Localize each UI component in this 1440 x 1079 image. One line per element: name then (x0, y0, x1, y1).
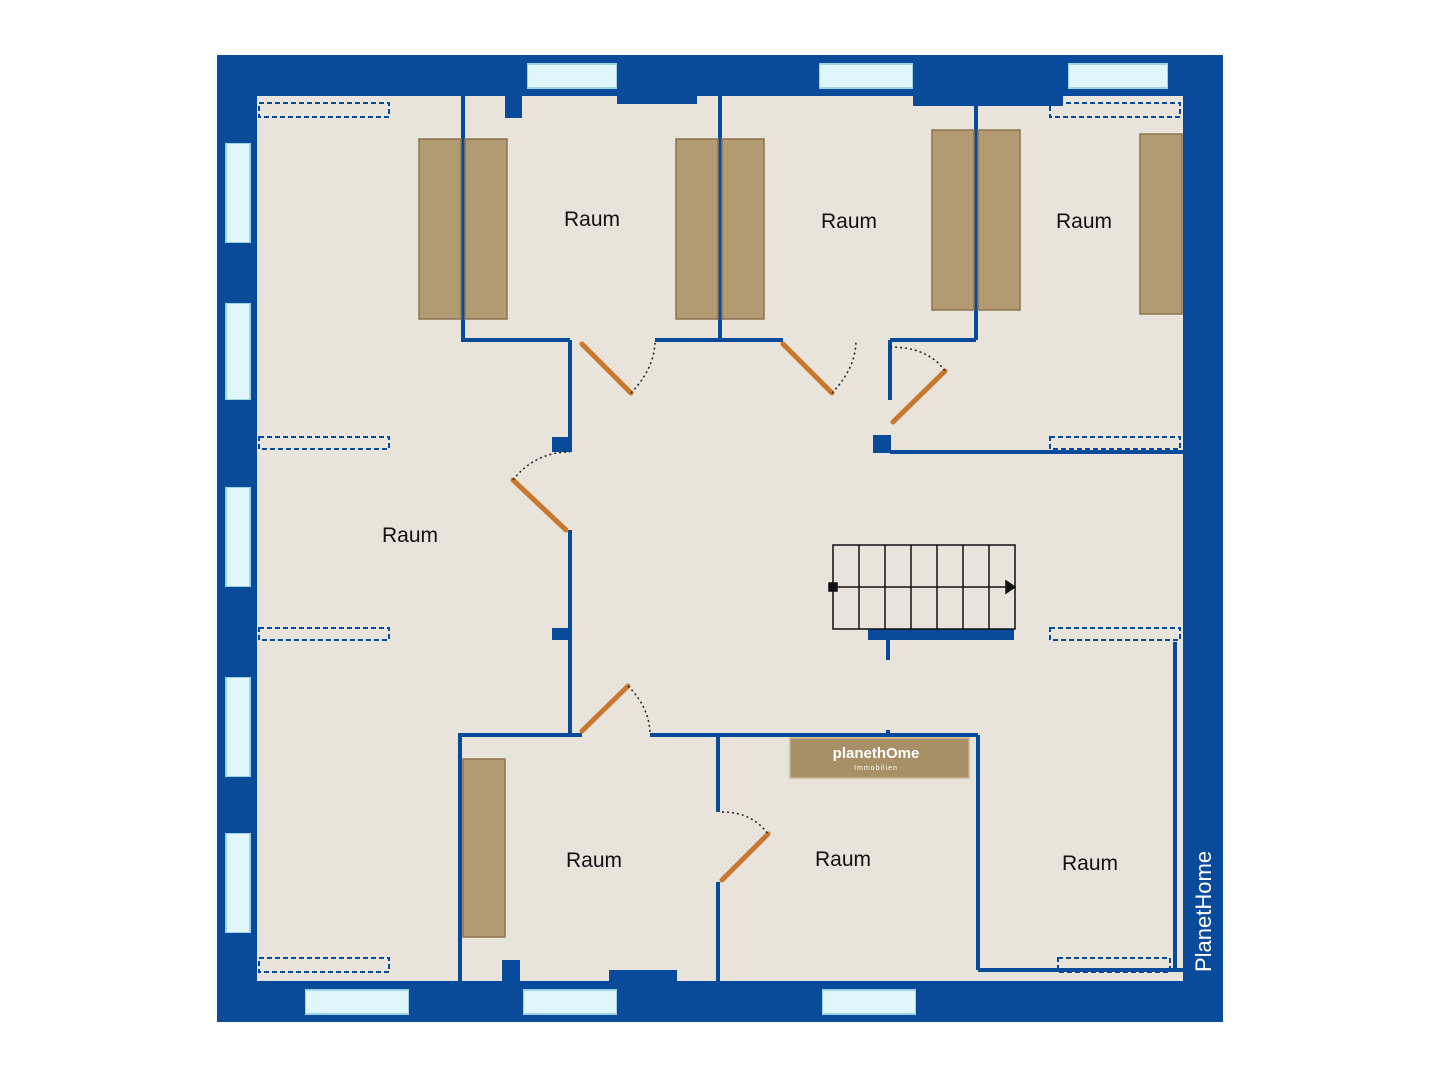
doors (510, 339, 948, 883)
wall-blocks (217, 55, 1223, 1022)
room-label: Raum (821, 210, 877, 233)
room-label: Raum (815, 848, 871, 871)
furniture (418, 129, 1183, 938)
sill-markers (258, 102, 1181, 973)
room-label: Raum (566, 849, 622, 872)
room-label: Raum (382, 524, 438, 547)
logo-name: planethOme (833, 745, 920, 762)
logo-sub: Immobilien (854, 765, 898, 772)
right-wall (1183, 96, 1223, 1022)
logo-plaque: planethOme Immobilien (789, 737, 970, 779)
staircase (828, 544, 1017, 630)
room-label: Raum (1056, 210, 1112, 233)
room-labels: Raum Raum Raum Raum Raum Raum Raum (382, 208, 1118, 875)
windows-bottom (304, 989, 917, 1015)
room-label: Raum (564, 208, 620, 231)
brand-vertical: PlanetHome (1191, 851, 1216, 972)
room-label: Raum (1062, 852, 1118, 875)
